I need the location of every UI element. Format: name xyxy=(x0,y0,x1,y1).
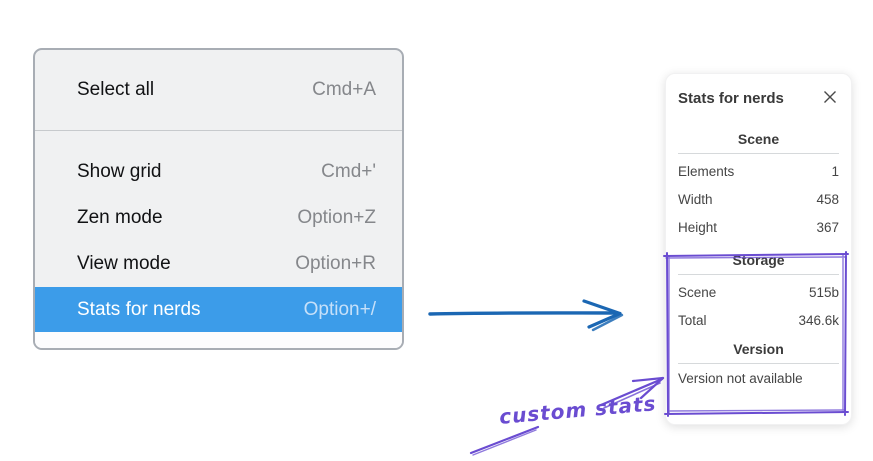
menu-item-zen-mode[interactable]: Zen mode Option+Z xyxy=(35,195,402,241)
menu-item-show-grid[interactable]: Show grid Cmd+' xyxy=(35,149,402,195)
scene-rows: Elements 1 Width 458 Height 367 xyxy=(678,158,839,242)
stat-value: 367 xyxy=(816,220,839,235)
menu-item-view-mode[interactable]: View mode Option+R xyxy=(35,241,402,287)
menu-item-shortcut: Cmd+' xyxy=(321,161,376,182)
section-heading-version: Version xyxy=(678,341,839,364)
menu-group-bottom: Show grid Cmd+' Zen mode Option+Z View m… xyxy=(35,131,402,332)
menu-item-shortcut: Cmd+A xyxy=(312,79,376,100)
menu-separator xyxy=(35,130,402,131)
menu-item-label: Show grid xyxy=(77,161,162,182)
stats-panel-title: Stats for nerds xyxy=(678,89,784,107)
flow-arrow xyxy=(428,299,624,332)
section-heading-storage: Storage xyxy=(678,252,839,275)
menu-bottom-spacer xyxy=(35,332,402,348)
storage-rows: Scene 515b Total 346.6k xyxy=(678,279,839,335)
menu-item-shortcut: Option+Z xyxy=(297,207,376,228)
stat-value: 458 xyxy=(816,192,839,207)
stat-value: 1 xyxy=(831,164,839,179)
stat-label: Elements xyxy=(678,164,735,179)
stats-panel: Stats for nerds Scene Elements 1 Width 4… xyxy=(665,73,852,425)
stats-panel-header: Stats for nerds xyxy=(678,87,839,109)
stat-label: Height xyxy=(678,220,718,235)
stat-value: 346.6k xyxy=(798,313,839,328)
close-button[interactable] xyxy=(821,89,839,107)
stat-row-elements: Elements 1 xyxy=(678,158,839,186)
menu-item-label: Zen mode xyxy=(77,207,163,228)
stat-label: Scene xyxy=(678,285,717,300)
menu-item-label: View mode xyxy=(77,253,171,274)
stat-row-height: Height 367 xyxy=(678,214,839,242)
stat-label: Total xyxy=(678,313,707,328)
menu-item-label: Select all xyxy=(77,79,155,100)
close-icon xyxy=(823,90,837,107)
version-note: Version not available xyxy=(678,371,803,386)
stat-value: 515b xyxy=(808,285,839,300)
stat-row-width: Width 458 xyxy=(678,186,839,214)
context-menu: Select all Cmd+A Show grid Cmd+' Zen mod… xyxy=(33,48,404,350)
stat-label: Width xyxy=(678,192,713,207)
section-heading-scene: Scene xyxy=(678,131,839,154)
menu-item-label: Stats for nerds xyxy=(77,298,201,320)
custom-stats-label: custom stats xyxy=(498,391,658,429)
menu-group-top: Select all Cmd+A xyxy=(35,50,402,130)
menu-item-select-all[interactable]: Select all Cmd+A xyxy=(35,67,402,113)
menu-item-shortcut: Option+R xyxy=(295,253,376,274)
menu-item-shortcut: Option+/ xyxy=(303,298,376,320)
menu-item-stats-for-nerds[interactable]: Stats for nerds Option+/ xyxy=(35,287,402,332)
stat-row-total-size: Total 346.6k xyxy=(678,307,839,335)
stat-row-scene-size: Scene 515b xyxy=(678,279,839,307)
